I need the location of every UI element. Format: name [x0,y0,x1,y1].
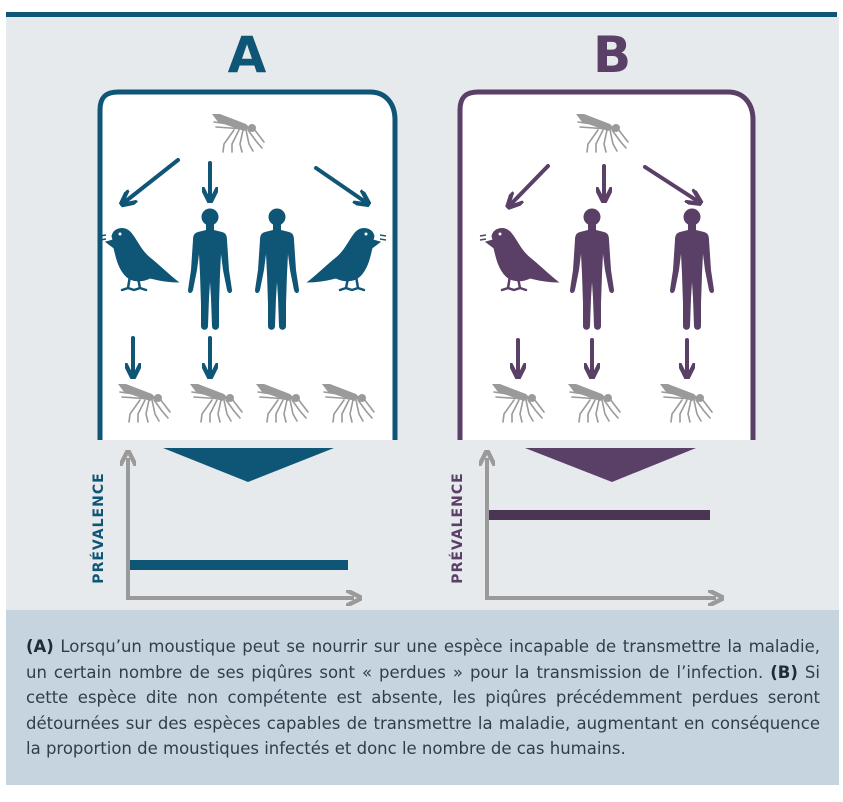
figure-panel: A PRÉVALENCE B [6,17,839,610]
caption-text-b: Si cette espèce dite non compétente est … [26,662,820,759]
panel-a-letter: A [228,26,267,84]
panel-a-funnel [163,448,334,482]
top-rule [0,0,843,17]
caption-label-b: (B) [770,662,798,682]
panel-b-funnel [525,448,696,482]
caption-text: (A) Lorsqu’un moustique peut se nourrir … [26,634,820,762]
panel-a-box [100,92,395,440]
arrow-to-bird-right [314,166,364,201]
panel-b-y-axis-label: PRÉVALENCE [449,472,466,583]
panel-b-box-border [457,89,756,440]
diagram: A PRÉVALENCE B [90,26,756,610]
caption-label-a: (A) [26,637,54,656]
panel-b-letter: B [593,26,631,84]
caption-text-a: Lorsqu’un moustique peut se nourrir sur … [26,637,820,682]
panel-b: B PRÉVALENCE [449,26,756,598]
arrow-to-bird [512,164,550,203]
arrow-to-human-right [643,165,696,200]
top-rule-line [6,12,837,17]
arrow-to-bird-left [126,158,180,201]
panel-a-box-border [97,89,398,440]
panel-a: A PRÉVALENCE [90,26,398,598]
panel-a-y-axis-label: PRÉVALENCE [90,472,107,583]
caption-box: (A) Lorsqu’un moustique peut se nourrir … [6,610,839,785]
